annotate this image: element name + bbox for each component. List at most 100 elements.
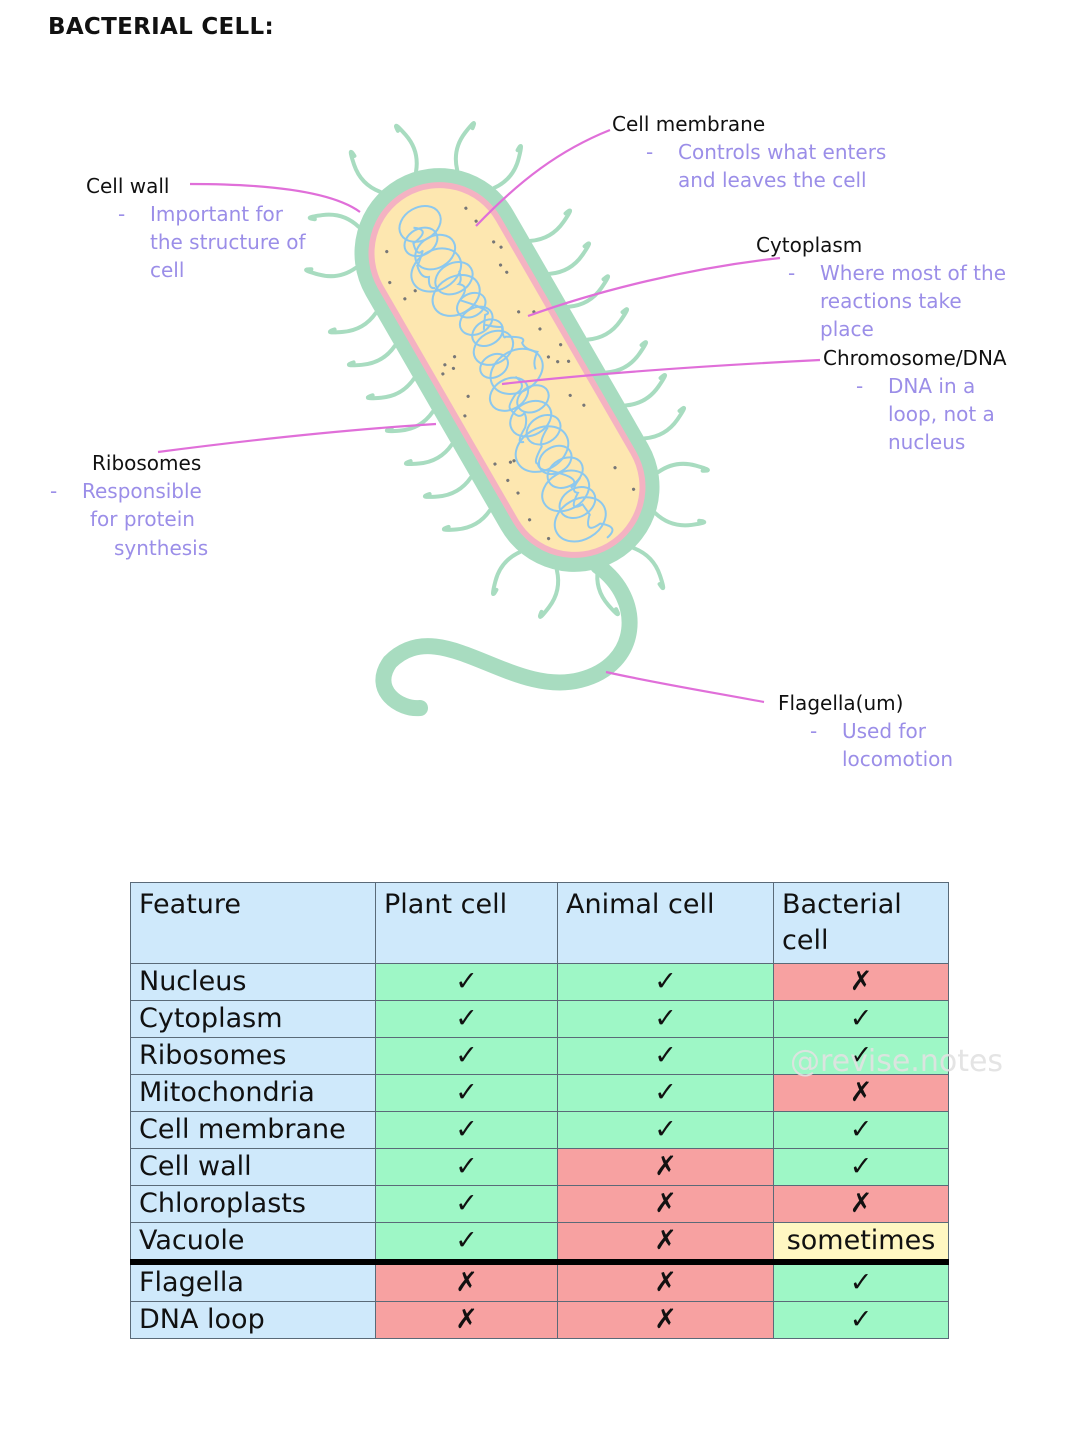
pilus <box>346 343 397 368</box>
pilus <box>585 307 629 342</box>
check-mark: ✓ <box>375 1185 558 1223</box>
sometimes-badge: sometimes <box>773 1222 949 1263</box>
feature-cell: DNA loop <box>130 1301 376 1339</box>
check-mark: ✓ <box>773 1111 949 1149</box>
ribosome <box>498 263 503 267</box>
label-title: Flagella(um) <box>778 691 903 715</box>
pili <box>304 121 710 619</box>
check-mark: ✓ <box>375 1111 558 1149</box>
ribosome <box>493 462 497 466</box>
dna-strand <box>508 375 528 444</box>
label-cell-membrane: Cell membrane - Controls what enters and… <box>612 112 886 192</box>
check-mark: ✓ <box>773 1148 949 1186</box>
label-title: Ribosomes <box>92 451 201 475</box>
pilus <box>537 568 561 619</box>
ribosome <box>556 360 560 364</box>
cytoplasm-shape <box>374 188 640 552</box>
ribosome <box>403 297 407 301</box>
cross-mark: ✗ <box>773 1185 949 1223</box>
label-flagella: Flagella(um) - Used for locomotion <box>778 691 953 771</box>
pilus <box>365 376 416 401</box>
pilus <box>422 475 473 499</box>
label-desc: loop, not a <box>888 402 995 426</box>
dna-coil <box>525 414 562 446</box>
dna-coil <box>458 305 494 336</box>
leader-cytoplasm <box>527 256 781 318</box>
leader-cell-membrane <box>475 128 611 227</box>
dna-strand <box>456 270 490 330</box>
check-mark: ✓ <box>375 1037 558 1075</box>
ribosome <box>452 355 457 359</box>
page-title: BACTERIAL CELL: <box>48 14 274 40</box>
check-mark: ✓ <box>773 1259 949 1302</box>
table-row: Nucleus✓✓✗ <box>130 963 949 1001</box>
header-bacterial-cell: Bacterial cell <box>773 882 949 964</box>
dna-coil <box>456 291 487 319</box>
ribosome <box>499 245 503 249</box>
pilus <box>547 241 591 276</box>
label-desc: place <box>820 317 874 341</box>
label-cytoplasm: Cytoplasm - Where most of the reactions … <box>756 233 1006 341</box>
dna-coil <box>410 247 463 293</box>
cross-mark: ✗ <box>773 963 949 1001</box>
label-desc: Controls what enters <box>678 140 886 164</box>
table-row: Chloroplasts✓✗✗ <box>130 1185 949 1223</box>
ribosome <box>508 460 513 464</box>
label-cell-wall: Cell wall - Important for the structure … <box>86 174 307 282</box>
feature-cell: Nucleus <box>130 963 376 1001</box>
pilus <box>595 566 620 617</box>
pilus <box>327 310 378 335</box>
header-plant-cell: Plant cell <box>375 882 558 964</box>
table-row: DNA loop✗✗✓ <box>130 1301 949 1339</box>
cross-mark: ✗ <box>375 1301 558 1339</box>
cross-mark: ✗ <box>557 1222 774 1263</box>
cell-comparison-table: Feature Plant cell Animal cell Bacterial… <box>130 882 949 1339</box>
watermark: @revise.notes <box>790 1044 1004 1079</box>
label-dash: - <box>646 140 653 164</box>
ribosome <box>517 310 521 314</box>
dna-strand <box>572 477 614 539</box>
pilus <box>492 143 523 190</box>
pilus <box>441 508 492 532</box>
feature-cell: Ribosomes <box>130 1037 376 1075</box>
cross-mark: ✗ <box>773 1074 949 1112</box>
bacterial-cell-diagram: Cell membrane - Controls what enters and… <box>50 112 1007 771</box>
ribosome <box>492 240 496 244</box>
label-desc: nucleus <box>888 430 965 454</box>
label-dash: - <box>810 719 817 743</box>
ribosome <box>582 403 586 407</box>
cross-mark: ✗ <box>557 1148 774 1186</box>
ribosome <box>474 219 478 223</box>
cross-mark: ✗ <box>557 1259 774 1302</box>
pilus <box>566 274 610 309</box>
check-mark: ✓ <box>375 1000 558 1038</box>
dna-strand <box>534 426 576 489</box>
label-desc: and leaves the cell <box>678 168 867 192</box>
dna-coil <box>414 233 457 271</box>
ribosome <box>463 414 467 418</box>
ribosome <box>516 491 520 495</box>
label-desc: Where most of the <box>820 261 1006 285</box>
table-row: Vacuole✓✗sometimes <box>130 1222 949 1263</box>
ribosome <box>568 393 572 397</box>
dna-coil <box>479 352 509 379</box>
check-mark: ✓ <box>557 963 774 1001</box>
pilus <box>653 511 707 528</box>
dna-coil <box>514 425 570 473</box>
table-row: Cell membrane✓✓✓ <box>130 1111 949 1149</box>
header-animal-cell: Animal cell <box>557 882 774 964</box>
dna-strand <box>484 323 539 370</box>
pilus <box>656 461 710 475</box>
label-desc: the structure of <box>150 230 307 254</box>
feature-cell: Cell membrane <box>130 1111 376 1149</box>
label-ribosomes: Ribosomes - Responsible for protein synt… <box>50 451 208 560</box>
leader-flagella <box>605 670 765 704</box>
ribosome <box>441 372 445 376</box>
ribosome <box>512 459 516 463</box>
check-mark: ✓ <box>375 1074 558 1112</box>
label-title: Cell membrane <box>612 112 765 136</box>
check-mark: ✓ <box>375 1222 558 1263</box>
label-dash: - <box>118 202 125 226</box>
cross-mark: ✗ <box>557 1185 774 1223</box>
ribosome <box>506 478 510 483</box>
